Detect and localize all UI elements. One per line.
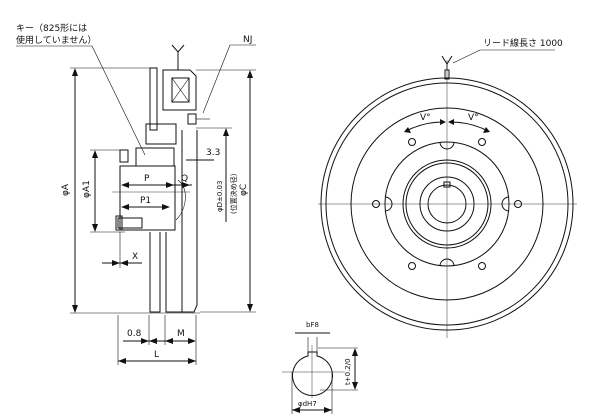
dim-phi-d: φD±0.03	[216, 181, 224, 212]
dim-p: P	[144, 174, 150, 184]
bore-label: φdH7	[298, 400, 317, 408]
key-depth-label: t+0.2/0	[344, 358, 352, 385]
side-view: キー（825形には 使用していません） NJ	[16, 22, 256, 365]
dim-l: L	[154, 350, 159, 360]
key-callout-line2: 使用していません）	[16, 34, 96, 46]
dim-v-right: V°	[468, 113, 479, 123]
dim-m: M	[177, 329, 185, 339]
dim-p1: P1	[140, 196, 151, 206]
dim-v-left: V°	[420, 113, 431, 123]
dim-q: Q	[181, 174, 188, 184]
dim-3-3: 3.3	[206, 148, 220, 158]
dim-phi-a1: φA1	[82, 180, 92, 198]
dim-0-8: 0.8	[127, 329, 142, 339]
key-width-label: bF8	[306, 321, 319, 329]
lead-wire-length-label: リード線長さ 1000	[483, 37, 563, 49]
dim-phi-d-note: (位置決め径)	[229, 173, 238, 214]
front-view: リード線長さ 1000 V° V°	[318, 37, 577, 338]
shaft-section: bF8 t+0.2/0 φdH7	[282, 321, 358, 414]
lead-wire-icon	[171, 44, 185, 70]
key-callout-line1: キー（825形には	[16, 22, 87, 34]
dim-phi-a: φA	[61, 183, 71, 196]
nj-label: NJ	[243, 35, 252, 45]
dim-x: X	[132, 252, 138, 262]
dim-phi-c: φC	[239, 184, 249, 196]
